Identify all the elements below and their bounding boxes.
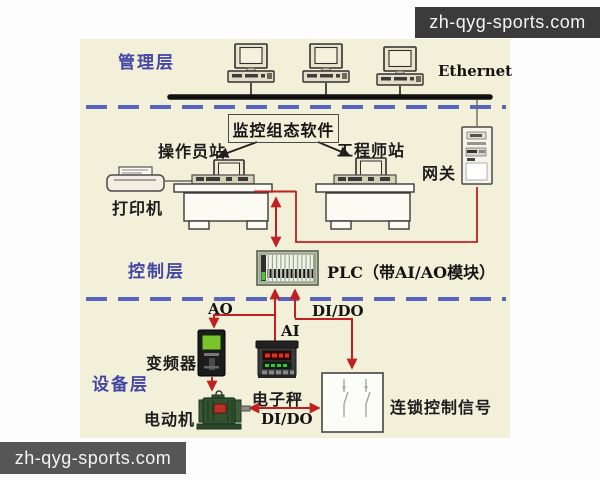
watermark-top: zh-qyg-sports.com <box>415 7 600 38</box>
motor-label: 电动机 <box>144 410 196 429</box>
watermark-bottom: zh-qyg-sports.com <box>0 442 186 474</box>
operator-station-label: 操作员站 <box>158 142 227 161</box>
ai-label: AI <box>281 322 300 340</box>
layer-label-management: 管理层 <box>118 53 175 73</box>
ethernet-label: Ethernet <box>438 62 513 80</box>
ao-label: AO <box>208 300 233 318</box>
dido-top-label: DI/DO <box>312 302 364 320</box>
interlock-label: 连锁控制信号 <box>390 398 493 417</box>
layer-label-device: 设备层 <box>92 375 149 395</box>
separator-management-control <box>86 105 506 109</box>
layer-label-control: 控制层 <box>128 262 185 282</box>
software-box: 监控组态软件 <box>228 114 339 143</box>
printer-label: 打印机 <box>112 199 164 218</box>
scale-label: 电子秤 <box>252 390 304 409</box>
plc-label: PLC（带AI/AO模块） <box>327 263 496 282</box>
inverter-label: 变频器 <box>146 354 198 373</box>
engineer-station-label: 工程师站 <box>337 141 406 160</box>
gateway-label: 网关 <box>422 164 457 183</box>
separator-control-device <box>86 297 506 301</box>
dido-bottom-label: DI/DO <box>261 410 313 428</box>
